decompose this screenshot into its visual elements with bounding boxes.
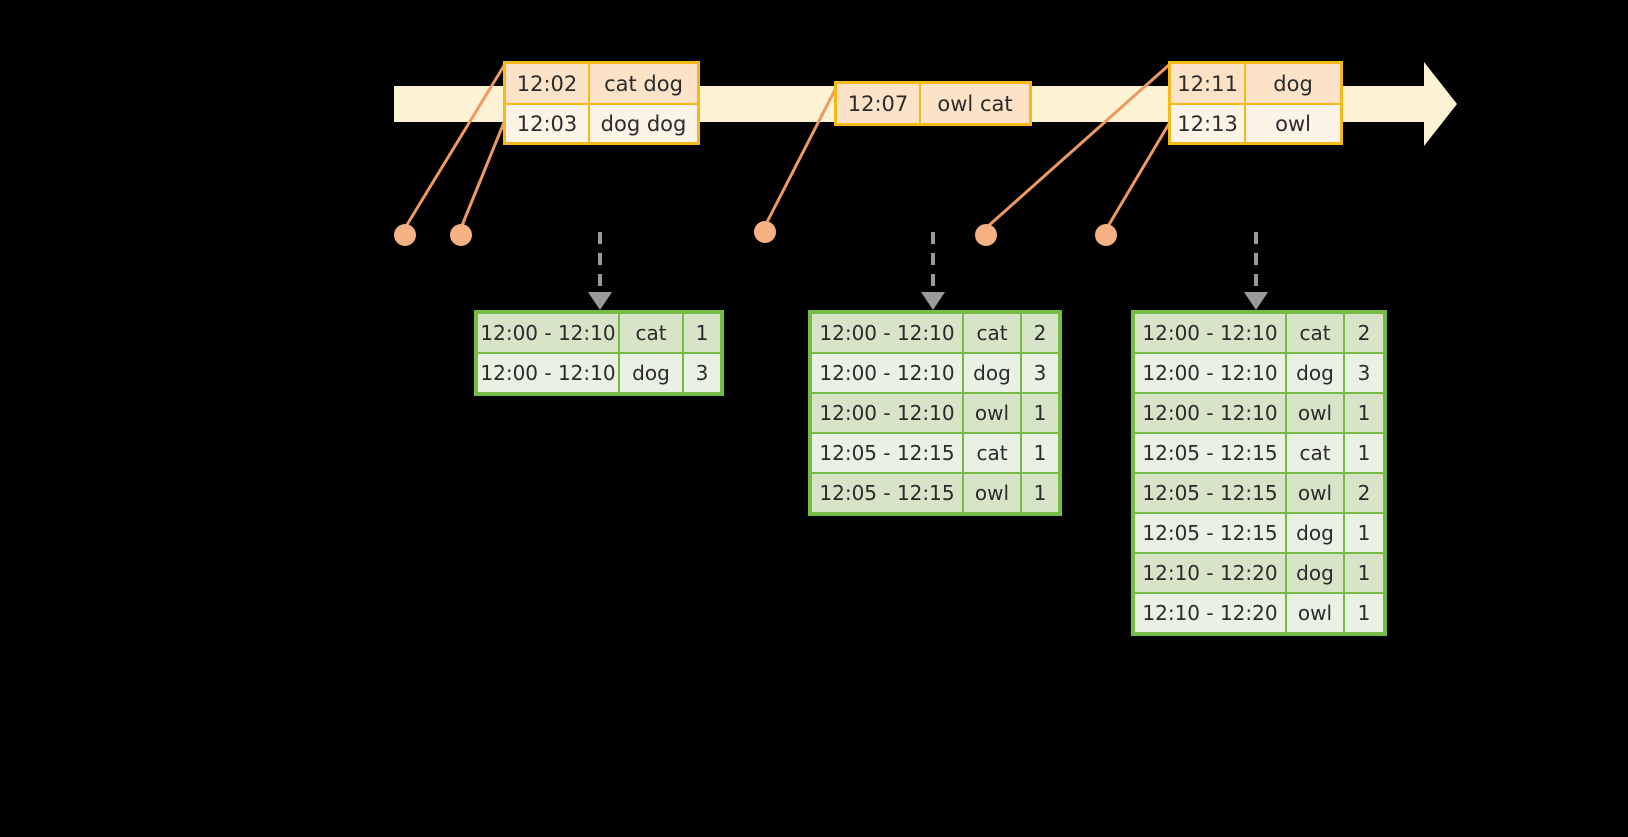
event-time: 12:13: [1171, 105, 1247, 142]
cell-window-range: 12:00 - 12:10: [812, 354, 962, 392]
cell-count: 1: [1345, 394, 1383, 432]
down-arrow-heads: [588, 292, 1268, 310]
cell-count: 1: [1022, 434, 1058, 472]
cell-count: 2: [1345, 314, 1383, 352]
event-time: 12:11: [1171, 64, 1247, 103]
timeline-arrow-head-icon: [1424, 62, 1457, 146]
event-words: owl: [1275, 111, 1311, 136]
dot-12-13: [1095, 224, 1117, 246]
event-row[interactable]: 12:03 dog dog: [506, 103, 697, 142]
cell-word: dog: [1287, 554, 1343, 592]
dot-12-02: [394, 224, 416, 246]
cell-window-range: 12:05 - 12:15: [812, 474, 962, 512]
event-words: cat dog: [604, 71, 683, 96]
cell-window-range: 12:10 - 12:20: [1135, 594, 1285, 632]
cell-window-range: 12:00 - 12:10: [478, 314, 618, 352]
event-row[interactable]: 12:11 dog: [1171, 64, 1340, 103]
leader-line-12-13: [1105, 121, 1172, 229]
cell-count: 1: [1022, 474, 1058, 512]
dot-12-03: [450, 224, 472, 246]
event-row[interactable]: 12:02 cat dog: [506, 64, 697, 103]
event-words: dog: [1273, 71, 1313, 96]
dot-12-07: [754, 221, 776, 243]
cell-word: dog: [964, 354, 1020, 392]
cell-word: cat: [964, 314, 1020, 352]
down-arrow-head-1: [588, 292, 612, 310]
cell-window-range: 12:00 - 12:10: [1135, 354, 1285, 392]
cell-window-range: 12:10 - 12:20: [1135, 554, 1285, 592]
cell-window-range: 12:00 - 12:10: [1135, 394, 1285, 432]
cell-count: 3: [1022, 354, 1058, 392]
cell-window-range: 12:00 - 12:10: [812, 314, 962, 352]
cell-word: cat: [1287, 314, 1343, 352]
cell-window-range: 12:05 - 12:15: [1135, 514, 1285, 552]
down-arrow-head-2: [921, 292, 945, 310]
cell-word: dog: [1287, 514, 1343, 552]
cell-window-range: 12:05 - 12:15: [1135, 434, 1285, 472]
cell-word: owl: [964, 474, 1020, 512]
down-arrow-head-3: [1244, 292, 1268, 310]
cell-window-range: 12:05 - 12:15: [1135, 474, 1285, 512]
event-group-2[interactable]: 12:07 owl cat: [834, 81, 1032, 126]
down-arrows: [598, 232, 1258, 292]
cell-word: cat: [964, 434, 1020, 472]
cell-word: owl: [1287, 594, 1343, 632]
leader-line-12-03: [459, 119, 507, 229]
event-row[interactable]: 12:07 owl cat: [837, 84, 1029, 123]
cell-word: cat: [1287, 434, 1343, 472]
cell-count: 1: [1345, 554, 1383, 592]
cell-count: 1: [1022, 394, 1058, 432]
cell-count: 1: [1345, 594, 1383, 632]
event-words: owl cat: [937, 91, 1013, 116]
cell-window-range: 12:00 - 12:10: [812, 394, 962, 432]
dot-12-11: [975, 224, 997, 246]
cell-window-range: 12:05 - 12:15: [812, 434, 962, 472]
cell-word: cat: [620, 314, 682, 352]
event-group-3[interactable]: 12:11 dog 12:13 owl: [1168, 61, 1343, 145]
cell-count: 1: [1345, 514, 1383, 552]
cell-word: owl: [964, 394, 1020, 432]
cell-word: owl: [1287, 394, 1343, 432]
event-time: 12:02: [506, 64, 590, 103]
cell-window-range: 12:00 - 12:10: [478, 354, 618, 392]
event-row[interactable]: 12:13 owl: [1171, 103, 1340, 142]
cell-count: 3: [684, 354, 720, 392]
cell-count: 2: [1345, 474, 1383, 512]
event-time: 12:03: [506, 105, 590, 142]
cell-word: dog: [1287, 354, 1343, 392]
cell-count: 1: [1345, 434, 1383, 472]
cell-window-range: 12:00 - 12:10: [1135, 314, 1285, 352]
cell-count: 1: [684, 314, 720, 352]
cell-word: dog: [620, 354, 682, 392]
cell-count: 3: [1345, 354, 1383, 392]
event-group-1[interactable]: 12:02 cat dog 12:03 dog dog: [503, 61, 700, 145]
event-words: dog dog: [600, 111, 687, 136]
event-time: 12:07: [837, 84, 921, 123]
cell-word: owl: [1287, 474, 1343, 512]
cell-count: 2: [1022, 314, 1058, 352]
